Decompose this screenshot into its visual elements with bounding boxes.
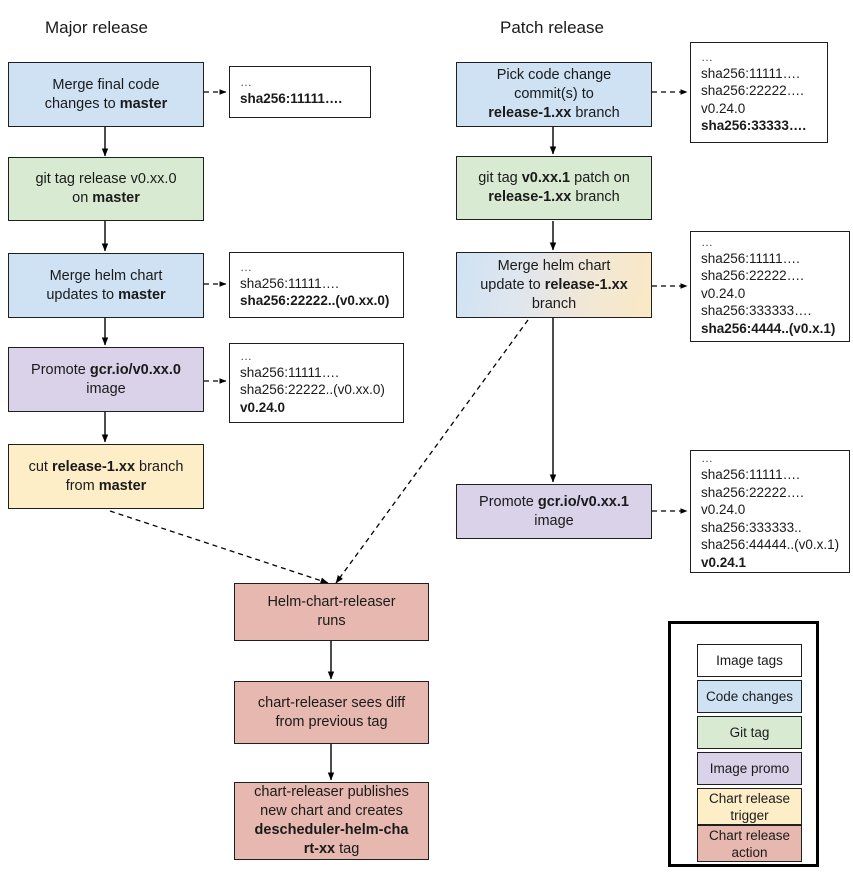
- note-major-3: … sha256:11111…. sha256:22222..(v0.xx.0)…: [229, 343, 404, 423]
- note-line: v0.24.1: [701, 554, 747, 570]
- note-line: sha256:11111….: [701, 250, 800, 266]
- node-label: cut release-1.xx branch from master: [28, 458, 184, 494]
- note-line: sha256:11111….: [701, 467, 800, 482]
- note-line: sha256:22222..(v0.xx.0): [240, 382, 385, 398]
- node-label: Promote gcr.io/v0.xx.1 image: [479, 493, 629, 529]
- note-line: sha256:11111….: [240, 275, 339, 291]
- note-major-1: … sha256:11111….: [229, 66, 371, 118]
- node-label: git tag release v0.xx.0 on master: [35, 171, 177, 206]
- note-line: sha256:22222….: [701, 268, 804, 284]
- legend-label: Image tags: [716, 653, 783, 668]
- note-line: sha256:22222….: [701, 83, 804, 98]
- node-git-tag-release[interactable]: git tag release v0.xx.0 on master: [8, 157, 204, 221]
- node-promote-image-major[interactable]: Promote gcr.io/v0.xx.0 image: [8, 347, 204, 412]
- note-line: v0.24.0: [701, 502, 746, 517]
- node-merge-final-code[interactable]: Merge final code changes to master: [8, 62, 204, 127]
- node-label: Helm-chart-releaser runs: [267, 594, 396, 629]
- note-patch-3: … sha256:11111…. sha256:22222…. v0.24.0 …: [690, 450, 850, 573]
- legend-item-chart-release-action: Chart release action: [697, 825, 802, 862]
- note-line: …: [240, 348, 253, 363]
- note-line: sha256:333333….: [701, 303, 812, 319]
- node-merge-helm-chart-updates[interactable]: Merge helm chart updates to master: [8, 253, 204, 318]
- note-patch-2: … sha256:11111…. sha256:22222…. v0.24.0 …: [690, 231, 850, 342]
- legend-label: Git tag: [729, 725, 770, 740]
- node-label: Merge final code changes to master: [44, 76, 168, 112]
- legend-item-image-promo: Image promo: [697, 752, 802, 785]
- node-pick-code-change-commits[interactable]: Pick code change commit(s) to release-1.…: [456, 62, 652, 127]
- legend-item-git-tag: Git tag: [697, 716, 802, 749]
- note-line: v0.24.0: [701, 100, 746, 116]
- note-line: …: [240, 259, 253, 274]
- node-chart-releaser-publishes[interactable]: chart-releaser publishes new chart and c…: [234, 782, 429, 860]
- note-line: …: [240, 75, 253, 90]
- node-label: chart-releaser publishes new chart and c…: [254, 784, 409, 857]
- legend-label: Chart release action: [708, 827, 791, 860]
- note-major-2: … sha256:11111…. sha256:22222..(v0.xx.0): [229, 252, 404, 318]
- node-chart-releaser-sees-diff[interactable]: chart-releaser sees diff from previous t…: [234, 681, 429, 744]
- note-line: sha256:33333….: [701, 118, 807, 133]
- note-line: sha256:11111….: [701, 65, 800, 81]
- node-label: Merge helm chart updates to master: [46, 267, 166, 303]
- legend-panel: Image tags Code changes Git tag Image pr…: [668, 621, 819, 867]
- note-line: v0.24.0: [701, 285, 746, 301]
- patch-release-title: Patch release: [500, 18, 604, 37]
- node-merge-helm-chart-update-branch[interactable]: Merge helm chart update to release-1.xx …: [456, 252, 652, 318]
- node-label: Merge helm chart update to release-1.xx …: [480, 257, 628, 312]
- node-git-tag-patch[interactable]: git tag v0.xx.1 patch on release-1.xx br…: [456, 156, 652, 220]
- node-label: git tag v0.xx.1 patch on release-1.xx br…: [478, 170, 630, 205]
- note-patch-1: … sha256:11111…. sha256:22222…. v0.24.0 …: [690, 42, 828, 143]
- note-line: sha256:11111….: [240, 364, 339, 380]
- note-line: v0.24.0: [240, 399, 286, 415]
- note-line: sha256:11111….: [240, 91, 343, 107]
- note-line: sha256:333333..: [701, 519, 802, 535]
- note-line: sha256:22222..(v0.xx.0): [240, 293, 390, 308]
- note-line: …: [701, 234, 714, 249]
- legend-label: Image promo: [709, 761, 790, 776]
- node-label: Promote gcr.io/v0.xx.0 image: [31, 361, 181, 397]
- node-label: chart-releaser sees diff from previous t…: [257, 694, 406, 730]
- legend-label: Code changes: [705, 689, 794, 704]
- note-line: …: [701, 451, 714, 465]
- note-line: sha256:22222….: [701, 484, 804, 500]
- major-release-title: Major release: [45, 18, 148, 37]
- node-label: Pick code change commit(s) to release-1.…: [488, 67, 620, 121]
- legend-item-chart-release-trigger: Chart release trigger: [697, 788, 802, 825]
- node-cut-release-branch[interactable]: cut release-1.xx branch from master: [8, 444, 204, 509]
- node-promote-image-patch[interactable]: Promote gcr.io/v0.xx.1 image: [456, 484, 652, 539]
- note-line: sha256:44444..(v0.x.1): [701, 537, 840, 552]
- legend-item-image-tags: Image tags: [697, 644, 802, 677]
- note-line: sha256:4444..(v0.x.1): [701, 320, 836, 336]
- note-line: …: [701, 49, 714, 64]
- legend-label: Chart release trigger: [708, 790, 791, 823]
- node-helm-chart-releaser-runs[interactable]: Helm-chart-releaser runs: [234, 583, 429, 641]
- legend-item-code-changes: Code changes: [697, 680, 802, 713]
